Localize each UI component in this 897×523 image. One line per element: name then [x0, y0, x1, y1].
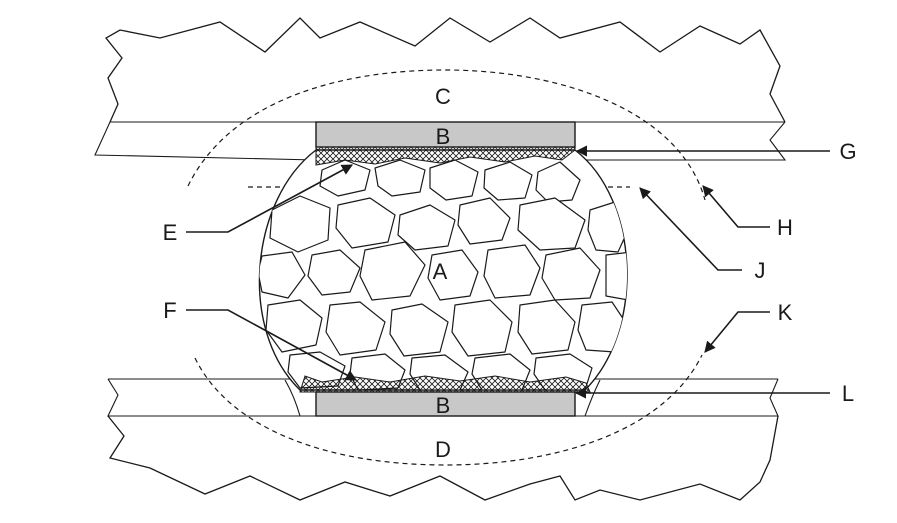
leader-e	[186, 164, 353, 233]
upper-substrate-outline	[105, 17, 786, 123]
leader-f	[186, 309, 357, 381]
lower-pad	[315, 391, 576, 417]
upper-intermetallic-layer	[315, 146, 576, 166]
label-k: K	[778, 300, 793, 325]
label-a: A	[433, 259, 448, 284]
label-j: J	[755, 258, 766, 283]
label-b-top: B	[436, 124, 451, 149]
label-f: F	[163, 298, 176, 323]
label-l: L	[842, 381, 854, 406]
label-c: C	[435, 84, 451, 109]
leader-j	[639, 187, 742, 271]
upper-dashed-boundary	[187, 69, 706, 201]
label-b-bottom: B	[436, 393, 451, 418]
lower-intermetallic-layer	[299, 375, 591, 393]
lower-right-fillet	[584, 379, 601, 417]
lower-left-fillet	[284, 379, 301, 417]
lower-dashed-boundary	[194, 354, 703, 466]
upper-pad	[315, 121, 576, 148]
label-g: G	[839, 139, 856, 164]
label-h: H	[777, 215, 793, 240]
label-d: D	[435, 437, 451, 462]
leader-k	[704, 311, 770, 353]
lower-substrate-outline	[107, 415, 779, 501]
upper-substrate-edge	[94, 121, 787, 161]
label-e: E	[163, 220, 178, 245]
leader-h	[702, 185, 770, 228]
